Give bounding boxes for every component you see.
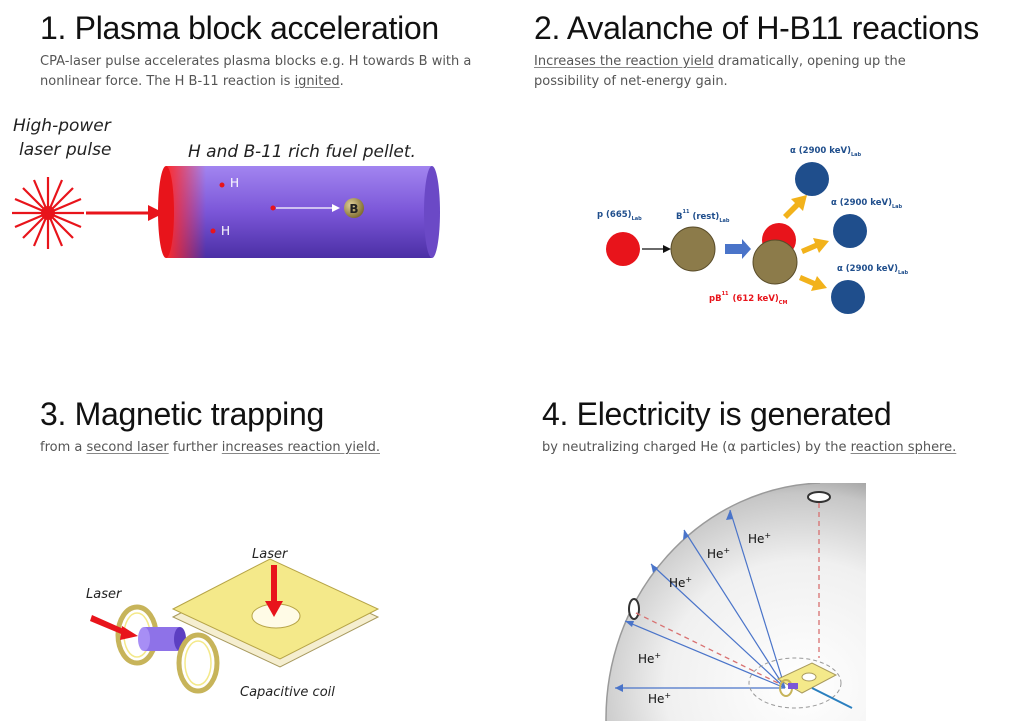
h-particle-2 xyxy=(210,228,216,234)
sphere-port-left xyxy=(628,598,640,620)
laser-left-beam xyxy=(90,615,128,636)
h-to-b-arrowhead xyxy=(332,204,340,212)
link-reaction-sphere[interactable]: reaction sphere. xyxy=(850,440,957,455)
alpha-label-1: α (2900 keV)Lab xyxy=(790,146,862,158)
panel-3-title: 3. Magnetic trapping xyxy=(40,396,324,432)
reaction-sphere xyxy=(605,483,866,721)
target-stalk xyxy=(811,687,853,709)
panel-3-desc-b: further xyxy=(168,440,222,455)
capacitive-coil-label: Capacitive coil xyxy=(240,685,335,700)
link-ignited[interactable]: ignited xyxy=(294,74,340,89)
panel-1-title: 1. Plasma block acceleration xyxy=(40,10,439,46)
panel-1-desc-text: CPA-laser pulse accelerates plasma block… xyxy=(40,54,472,89)
boron-particle xyxy=(344,198,364,218)
laser-top-label: Laser xyxy=(252,547,289,562)
h-label-1: H xyxy=(230,176,239,190)
boron-rest-label: B11(rest)Lab xyxy=(676,209,730,224)
laser-left-arrowhead xyxy=(120,626,138,640)
he-label-5: He+ xyxy=(648,691,671,706)
link-second-laser[interactable]: second laser xyxy=(86,440,169,455)
proton-arrowhead xyxy=(663,245,671,253)
link-increases-yield[interactable]: Increases the reaction yield xyxy=(534,54,714,69)
h-particle-moving xyxy=(270,205,276,211)
boron-rest-circle xyxy=(670,226,716,272)
panel-4-figure: He+ He+ He+ He+ He+ xyxy=(590,483,870,723)
alpha-label-3: α (2900 keV)Lab xyxy=(837,264,909,276)
alpha-particle-1 xyxy=(795,162,829,196)
laser-label-line2: laser pulse xyxy=(19,140,111,160)
laser-top-arrowhead xyxy=(265,601,283,617)
laser-label-line1: High-power xyxy=(13,116,112,136)
panel-4-desc-text: by neutralizing charged He (α particles)… xyxy=(542,440,851,455)
fuel-pellet xyxy=(158,166,440,258)
panel-2-figure: p (665)Lab B11(rest)Lab pB11(612 keV)CM … xyxy=(585,125,935,355)
laser-left-label: Laser xyxy=(86,587,123,602)
alpha-particle-2 xyxy=(833,214,867,248)
proton-circle xyxy=(606,232,640,266)
laser-beam-arrowhead xyxy=(148,205,164,221)
link-increases-reaction-yield[interactable]: increases reaction yield. xyxy=(221,440,380,455)
panel-1-description: CPA-laser pulse accelerates plasma block… xyxy=(40,52,480,92)
panel-4-title: 4. Electricity is generated xyxy=(542,396,892,432)
h-particle-1 xyxy=(219,182,225,188)
panel-1-figure: High-power laser pulse H and B-11 rich f… xyxy=(8,105,448,325)
alpha-ray-arrowheads xyxy=(615,510,733,692)
target-region xyxy=(748,657,842,709)
laser-top-beam xyxy=(271,565,277,603)
reaction-arrow xyxy=(725,239,751,259)
alpha-emission-arrows xyxy=(783,195,829,291)
panel-3-desc-a: from a xyxy=(40,440,87,455)
panel-3-figure: Laser Laser Capacitive coil xyxy=(80,535,400,720)
he-label-3: He+ xyxy=(669,575,692,590)
target-plasma xyxy=(788,683,798,689)
sphere-port-top xyxy=(807,491,831,503)
alpha-label-2: α (2900 keV)Lab xyxy=(831,198,903,210)
he-label-2: He+ xyxy=(707,546,730,561)
pellet-label: H and B-11 rich fuel pellet. xyxy=(188,142,416,162)
proton-label: p (665)Lab xyxy=(597,210,642,222)
boron-label: B xyxy=(349,202,358,216)
compound-boron xyxy=(752,239,798,285)
laser-burst-icon xyxy=(12,177,84,249)
alpha-rays xyxy=(615,509,786,689)
he-label-4: He+ xyxy=(638,651,661,666)
he-label-1: He+ xyxy=(748,531,771,546)
coil-ring-right xyxy=(176,632,220,694)
alpha-particle-3 xyxy=(831,280,865,314)
pb-label: pB11(612 keV)CM xyxy=(709,291,787,306)
panel-3-description: from a second laser further increases re… xyxy=(40,438,480,458)
panel-2-description: Increases the reaction yield dramaticall… xyxy=(534,52,974,92)
panel-2-title: 2. Avalanche of H-B11 reactions xyxy=(534,10,979,46)
h-label-2: H xyxy=(221,224,230,238)
panel-2-desc-text: dramatically, opening up the possibility… xyxy=(534,54,906,89)
panel-4-description: by neutralizing charged He (α particles)… xyxy=(542,438,1012,458)
panel-1-desc-end: . xyxy=(339,74,344,89)
